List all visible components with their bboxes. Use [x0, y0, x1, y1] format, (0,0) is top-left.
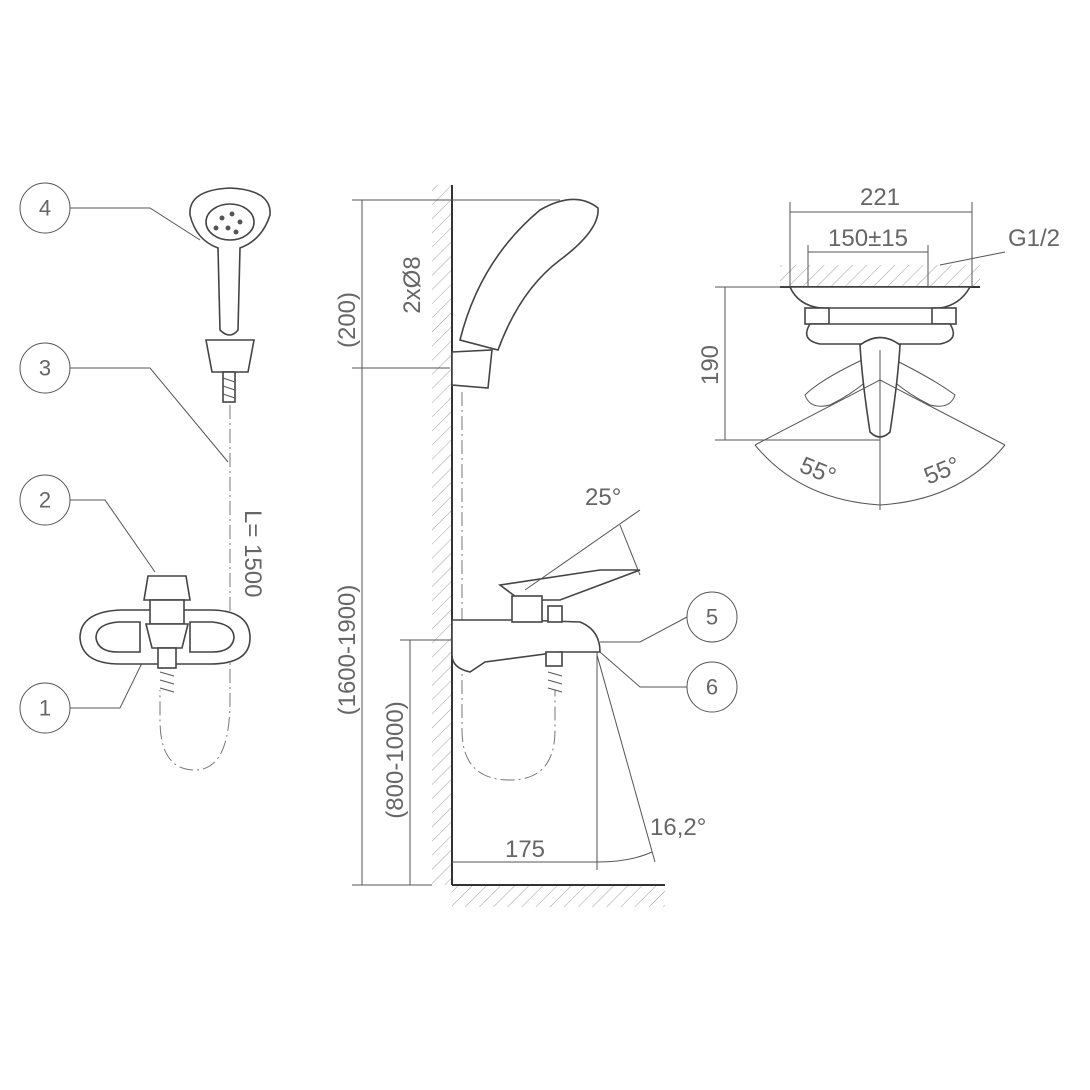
lever-angle-label: 25° — [585, 484, 621, 511]
top-view: 221 150±15 G1/2 190 55° 55° — [697, 184, 1060, 510]
hose-length-label: L= 1500 — [239, 510, 266, 597]
spout-projection-label: 175 — [505, 836, 545, 863]
callout-2: 2 — [19, 474, 71, 526]
callout-6: 6 — [686, 661, 738, 713]
leader-4 — [70, 207, 201, 241]
svg-text:2: 2 — [39, 488, 51, 513]
exploded-view: L= 1500 4 3 2 1 — [19, 182, 271, 771]
svg-text:6: 6 — [706, 675, 718, 700]
center-distance-label: 150±15 — [828, 225, 908, 252]
hose — [159, 405, 231, 771]
holes-label: 2xØ8 — [399, 256, 426, 313]
leader-3 — [70, 367, 229, 463]
mixer-front — [79, 575, 251, 693]
callout-5: 5 — [686, 591, 738, 643]
svg-text:1: 1 — [39, 696, 51, 721]
callout-3: 3 — [19, 342, 71, 394]
callout-4: 4 — [19, 182, 71, 234]
holder-height-label: (200) — [334, 292, 361, 348]
mixer-range-label: (800-1000) — [382, 701, 409, 818]
svg-text:5: 5 — [706, 605, 718, 630]
thread-label: G1/2 — [1008, 225, 1060, 252]
leader-2 — [70, 499, 156, 573]
installation-view: (200) 2xØ8 (1600-1900) (800-1000) 175 16… — [334, 185, 738, 907]
floor-hatch — [452, 885, 665, 907]
callout-1: 1 — [19, 682, 71, 734]
spout-angle-label: 16,2° — [650, 814, 706, 841]
wall-hatch — [432, 185, 452, 885]
hand-shower — [189, 187, 271, 403]
holder-range-label: (1600-1900) — [334, 585, 361, 716]
overall-width-label: 221 — [860, 184, 900, 211]
svg-text:3: 3 — [39, 356, 51, 381]
height-label: 190 — [697, 345, 724, 385]
svg-text:4: 4 — [39, 196, 51, 221]
